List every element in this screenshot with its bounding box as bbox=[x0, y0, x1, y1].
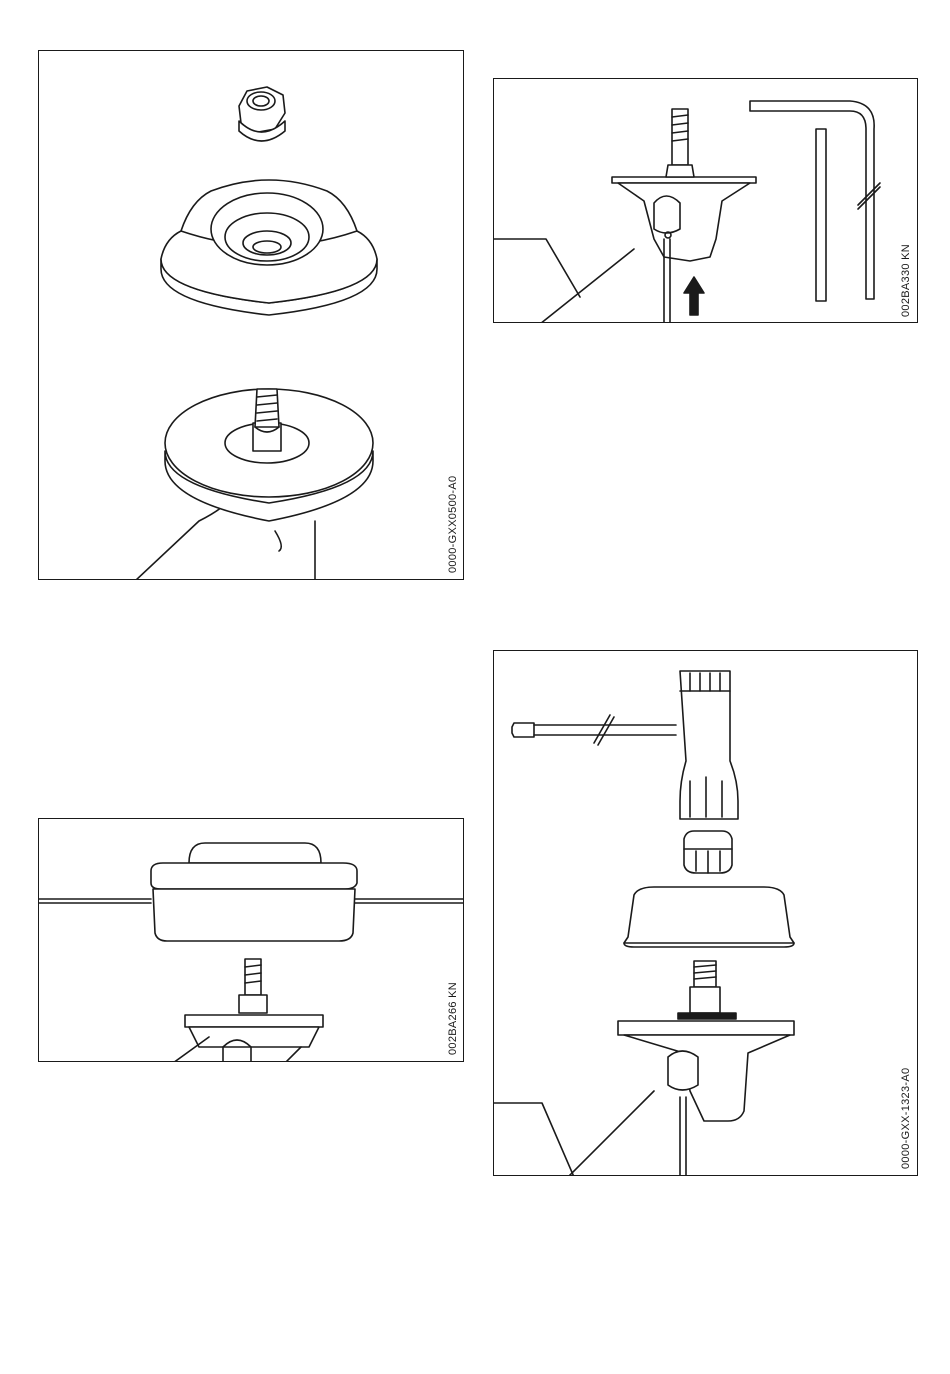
figure-locking-pin: 002BA330 KN bbox=[493, 78, 918, 323]
illustration-nut-cup-shaft bbox=[39, 51, 464, 580]
figure-code: 002BA266 KN bbox=[447, 982, 459, 1055]
cup-illustration bbox=[624, 887, 794, 947]
illustration-wrench-assembly bbox=[494, 651, 918, 1176]
illustration-locking-pin bbox=[494, 79, 918, 323]
gearhead-shaft-illustration bbox=[135, 389, 373, 580]
figure-mowing-head: 002BA266 KN bbox=[38, 818, 464, 1062]
cup-illustration bbox=[161, 180, 377, 315]
box-wrench-illustration bbox=[512, 671, 738, 819]
figure-code: 0000-GXX-1323-A0 bbox=[900, 1068, 912, 1169]
arrow-up-icon bbox=[684, 277, 704, 315]
nut-illustration bbox=[239, 87, 285, 141]
gearhead-shaft-illustration bbox=[494, 961, 794, 1176]
figure-nut-cup-shaft: 0000-GXX0500-A0 bbox=[38, 50, 464, 580]
figure-code: 002BA330 KN bbox=[900, 244, 912, 317]
illustration-mowing-head bbox=[39, 819, 464, 1062]
gearhead-shaft-illustration bbox=[173, 959, 323, 1062]
mowing-head-illustration bbox=[151, 843, 357, 941]
figure-code: 0000-GXX0500-A0 bbox=[447, 476, 459, 573]
nut-illustration bbox=[684, 831, 732, 873]
figure-wrench-assembly: 0000-GXX-1323-A0 bbox=[493, 650, 918, 1176]
gearhead-illustration bbox=[494, 109, 756, 323]
hex-key-illustration bbox=[750, 101, 880, 301]
